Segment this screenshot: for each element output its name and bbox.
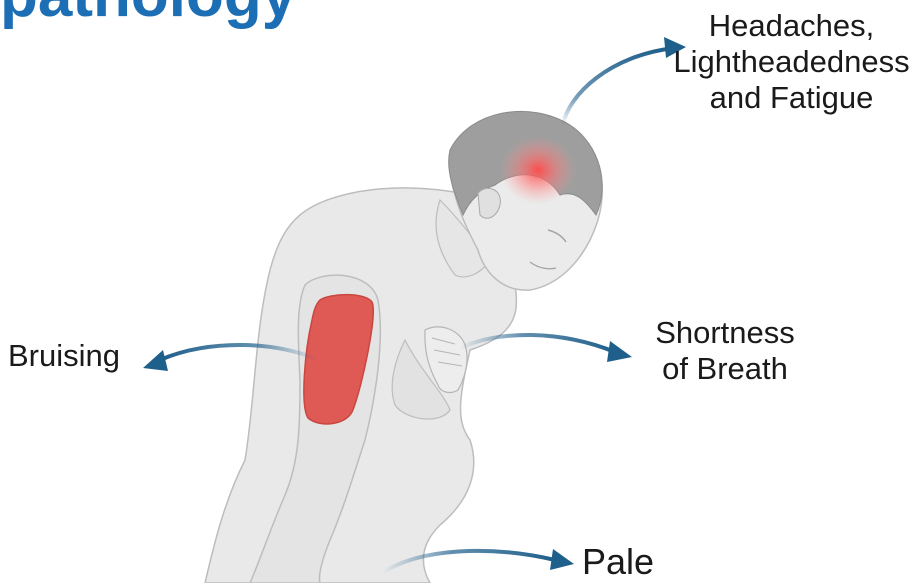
label-headaches: Headaches, Lightheadedness and Fatigue: [660, 8, 923, 116]
label-bruising: Bruising: [8, 338, 120, 374]
headache-glow: [500, 136, 576, 204]
label-pale: Pale: [582, 541, 654, 583]
label-shortness-of-breath: Shortness of Breath: [600, 315, 850, 387]
